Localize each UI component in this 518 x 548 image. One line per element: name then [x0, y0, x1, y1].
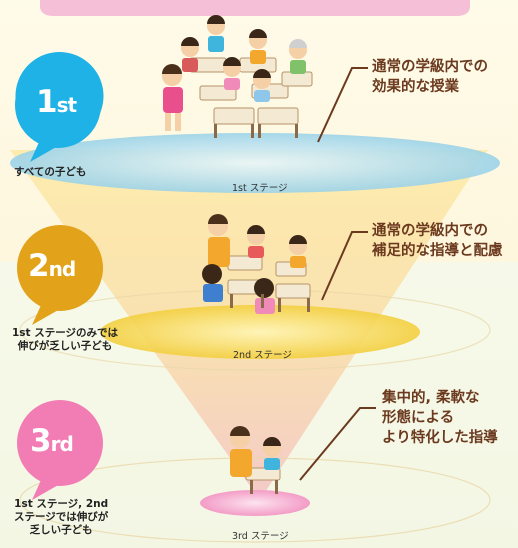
- stage1-badge: [15, 52, 104, 162]
- stage3-plate: [200, 490, 310, 516]
- stage2-classroom-illustration: [202, 214, 311, 314]
- stage3-tutoring-illustration: [230, 426, 281, 494]
- stage2-badge-label: 2nd: [28, 248, 76, 284]
- stage1-plate-label: 1st ステージ: [232, 183, 288, 194]
- stage1-badge-label: 1st: [36, 84, 77, 120]
- stage2-callout: 通常の学級内での 補足的な指導と配慮: [372, 223, 503, 259]
- stage3-callout: 集中的, 柔軟な 形態による より特化した指導: [382, 390, 498, 446]
- stage3-outer-ring: [19, 457, 491, 543]
- callout-line-1: [317, 67, 368, 143]
- stage1-classroom-illustration: [162, 15, 313, 138]
- callout-line-3: [299, 407, 376, 481]
- callout-line-2: [321, 231, 368, 301]
- stage3-plate-label: 3rd ステージ: [232, 531, 289, 542]
- stage1-target-text: すべての子ども: [14, 166, 87, 178]
- stage2-plate: [100, 305, 420, 359]
- stage1-plate: [10, 133, 500, 193]
- stage2-plate-label: 2nd ステージ: [233, 350, 292, 361]
- stage3-badge: [17, 400, 103, 500]
- stage3-target-text: 1st ステージ, 2nd ステージでは伸びが 乏しい子ども: [14, 498, 109, 536]
- top-banner: [40, 0, 470, 16]
- stage1-callout: 通常の学級内での 効果的な授業: [372, 59, 488, 95]
- stage2-target-text: 1st ステージのみでは 伸びが乏しい子ども: [12, 327, 119, 352]
- stage3-badge-label: 3rd: [30, 423, 74, 459]
- stage2-badge: [17, 225, 103, 325]
